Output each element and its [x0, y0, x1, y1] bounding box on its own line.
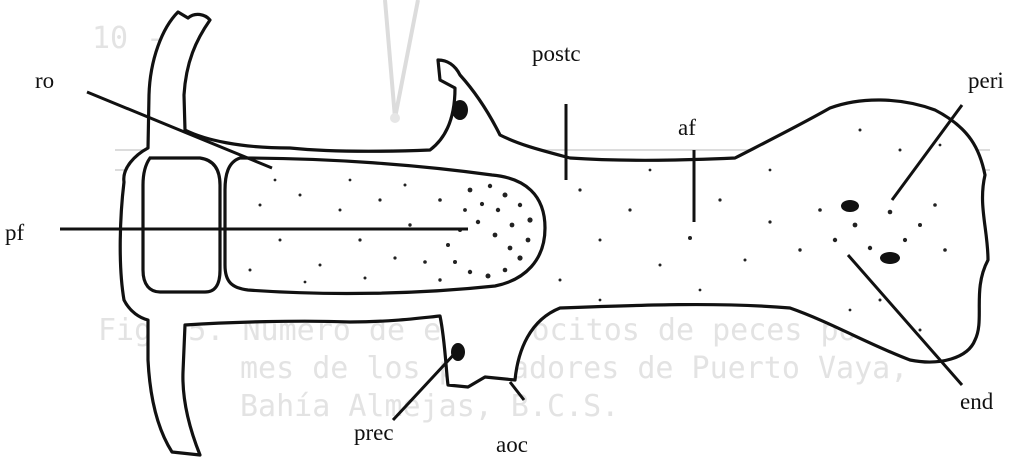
label-aoc: aoc — [496, 432, 528, 457]
pituitary-fossa — [225, 158, 545, 293]
end-dark-mass — [880, 252, 900, 264]
bleed-tick-label: 10 - — [92, 21, 164, 56]
bleed-point — [390, 113, 400, 123]
label-peri: peri — [968, 68, 1004, 93]
label-postc: postc — [532, 41, 581, 66]
bleed-caption-line-3: Bahía Almejas, B.C.S. — [240, 389, 619, 424]
bleed-caption-line-2: mes de los pescadores de Puerto Vaya, — [240, 351, 908, 386]
small-anterior-cavity — [143, 158, 220, 292]
label-pf: pf — [5, 220, 25, 245]
label-end: end — [960, 389, 994, 414]
label-ro: ro — [35, 68, 54, 93]
peri-dark-mass — [841, 200, 859, 212]
label-prec: prec — [354, 420, 394, 445]
postc-dark-mass — [452, 100, 468, 120]
label-af: af — [678, 115, 696, 140]
bleed-pointer — [385, 0, 418, 118]
